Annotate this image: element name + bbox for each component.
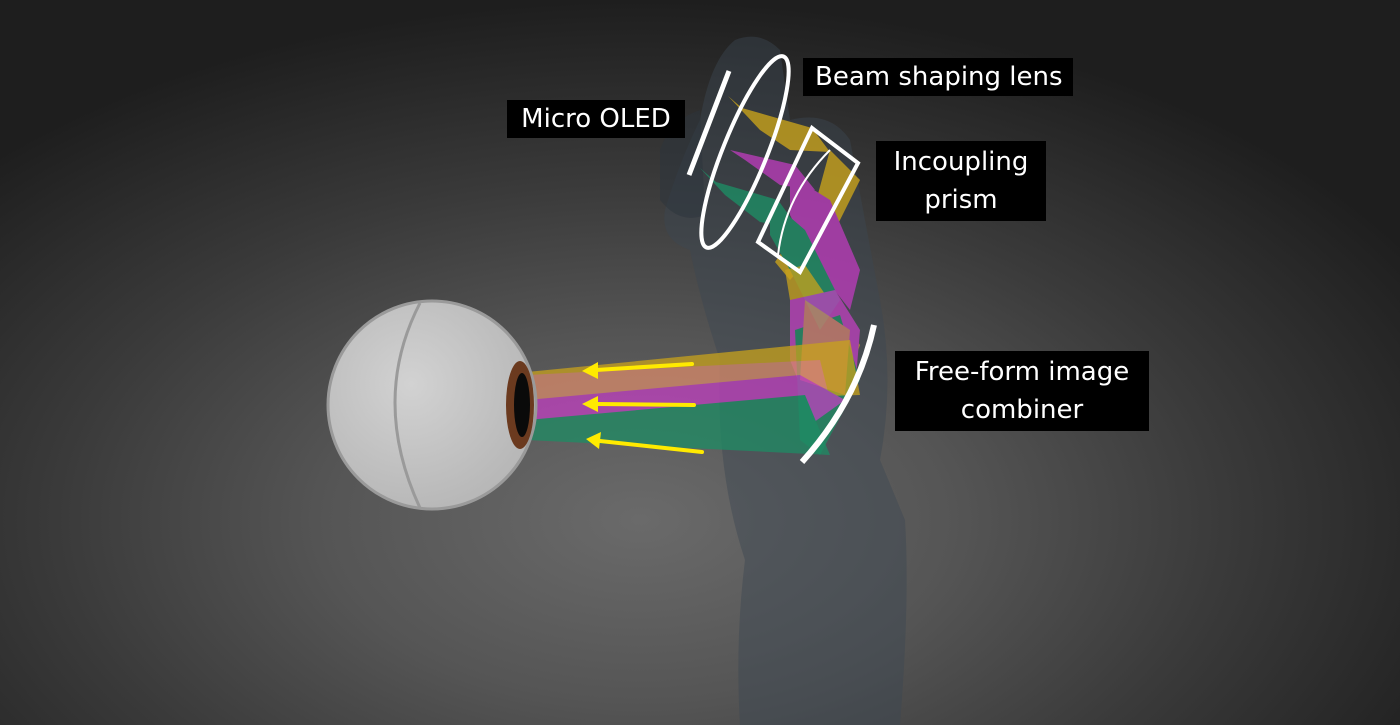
arrow-icon — [582, 396, 696, 412]
pupil-icon — [514, 373, 530, 437]
lens-icon — [699, 54, 791, 250]
arrow-icon — [582, 362, 694, 379]
display-panel-icon — [686, 70, 732, 176]
combiner-label: Free-form image combiner — [895, 351, 1149, 431]
beam-shaping-lens-label: Beam shaping lens — [803, 58, 1073, 96]
incoupling-prism-label: Incoupling prism — [876, 141, 1046, 221]
arrow-group — [582, 362, 704, 454]
micro-oled-label: Micro OLED — [507, 100, 685, 138]
magenta-beam-prism — [790, 175, 860, 310]
prism-icon — [755, 124, 861, 275]
eyeball-icon — [326, 299, 538, 511]
combiner-mirror-icon — [799, 324, 877, 465]
eye-beams — [527, 340, 860, 455]
arrow-icon — [586, 432, 704, 454]
